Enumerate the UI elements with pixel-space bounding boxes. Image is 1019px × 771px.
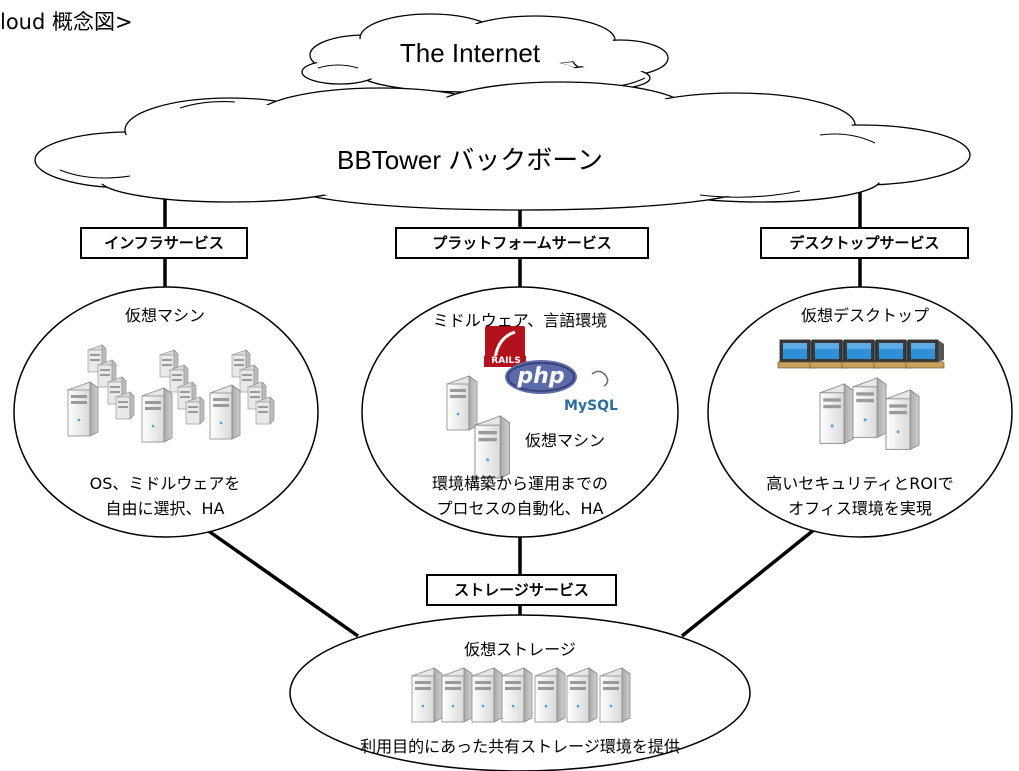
platform-desc-line2: プロセスの自動化、HA xyxy=(436,499,604,518)
mysql-logo-text: MySQL xyxy=(564,398,618,414)
infra-service-label: インフラサービス xyxy=(80,227,248,259)
storage-title: 仮想ストレージ xyxy=(464,640,576,659)
platform-vm-label: 仮想マシン xyxy=(524,431,605,450)
mysql-logo-icon xyxy=(591,370,609,387)
platform-service-label: プラットフォームサービス xyxy=(395,227,649,259)
internet-label: The Internet xyxy=(399,38,541,68)
backbone-label: BBTower バックボーン xyxy=(337,145,603,175)
php-logo-icon xyxy=(505,360,577,394)
storage-service-label: ストレージサービス xyxy=(426,574,617,606)
infra-title: 仮想マシン xyxy=(124,306,205,325)
page-title: loud 概念図> xyxy=(0,10,133,34)
platform-desc-line1: 環境構築から運用までの xyxy=(431,474,608,493)
php-logo-text: php xyxy=(517,364,565,389)
desktop-service-label: デスクトップサービス xyxy=(760,227,969,259)
desktop-desc-line2: オフィス環境を実現 xyxy=(788,499,932,518)
storage-desc: 利用目的にあった共有ストレージ環境を提供 xyxy=(360,737,680,756)
infra-desc-line1: OS、ミドルウェアを xyxy=(89,474,241,493)
storage-server-icons xyxy=(411,667,631,723)
platform-title: ミドルウェア、言語環境 xyxy=(432,311,608,330)
rails-logo-text: RAILS xyxy=(491,356,521,366)
desktop-desc-line1: 高いセキュリティとROIで xyxy=(766,474,954,493)
desktop-title: 仮想デスクトップ xyxy=(800,306,929,325)
platform-circle xyxy=(361,286,679,538)
infra-desc-line2: 自由に選択、HA xyxy=(105,499,225,518)
desktop-monitor-icons xyxy=(777,339,945,369)
rails-logo-icon xyxy=(484,326,526,367)
